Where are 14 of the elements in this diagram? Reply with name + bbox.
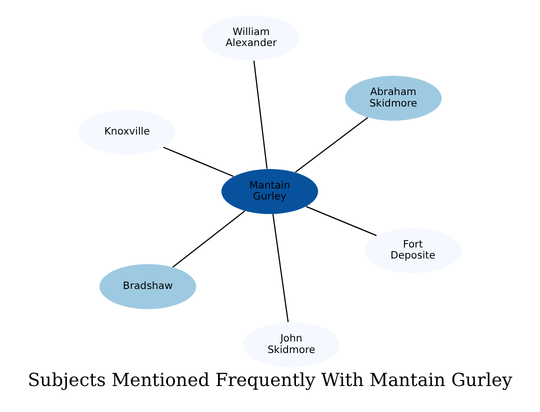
connector xyxy=(306,206,377,236)
node-ellipse: John Skidmore xyxy=(242,322,340,368)
node-ellipse: Mantain Gurley xyxy=(221,169,318,214)
connector xyxy=(253,60,268,169)
node-ellipse: Bradshaw xyxy=(99,264,196,310)
connector xyxy=(272,214,289,322)
diagram-title: Subjects Mentioned Frequently With Mantain Gurley xyxy=(28,370,512,392)
node-ellipse: Fort Deposite xyxy=(364,228,462,274)
connector xyxy=(295,117,368,173)
node-ellipse: Knoxville xyxy=(78,110,176,155)
connector xyxy=(172,210,246,268)
connector xyxy=(163,146,234,177)
node-ellipse: Abraham Skidmore xyxy=(344,76,442,121)
node-ellipse: William Alexander xyxy=(202,16,300,60)
